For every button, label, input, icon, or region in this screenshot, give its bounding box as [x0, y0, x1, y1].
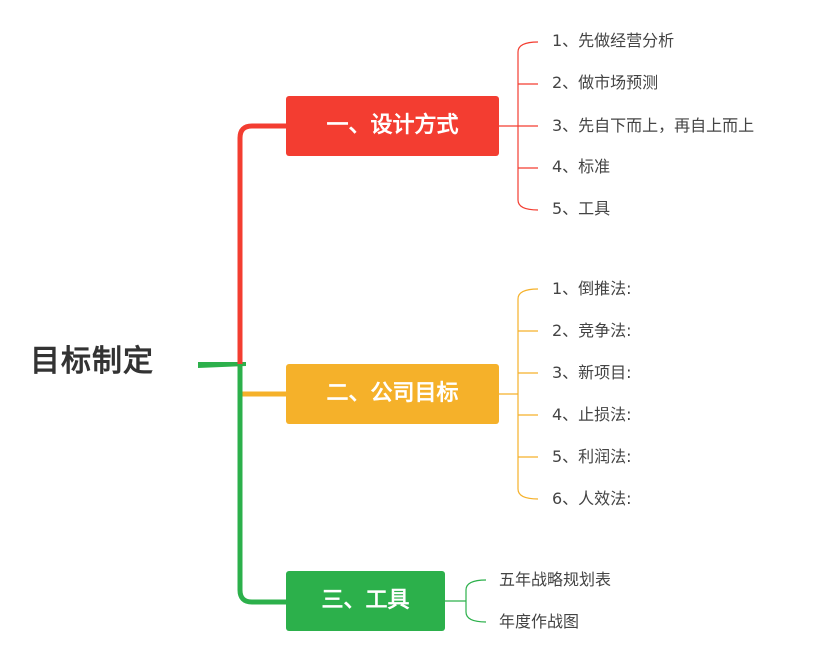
leaf-item[interactable]: 5、利润法:: [552, 447, 632, 466]
leaf-item[interactable]: 1、先做经营分析: [552, 31, 675, 50]
leaf-item[interactable]: 5、工具: [552, 199, 611, 218]
leaf-item[interactable]: 年度作战图: [499, 612, 580, 631]
leaf-item[interactable]: 2、竞争法:: [552, 321, 632, 340]
leaf-item[interactable]: 3、先自下而上，再自上而上: [552, 116, 755, 135]
leaf-item[interactable]: 4、止损法:: [552, 405, 632, 424]
branch-node-design-method[interactable]: 一、设计方式: [286, 96, 499, 156]
leaf-item[interactable]: 1、倒推法:: [552, 279, 632, 298]
branch-node-company-goals[interactable]: 二、公司目标: [286, 364, 499, 424]
bracket-branch-2: [499, 288, 539, 500]
branch-node-tools[interactable]: 三、工具: [286, 571, 445, 631]
connector-branch-1: [237, 123, 290, 364]
leaf-item[interactable]: 4、标准: [552, 157, 611, 176]
root-node[interactable]: 目标制定: [30, 344, 154, 379]
root-arrow-icon: [198, 362, 246, 368]
leaf-item[interactable]: 2、做市场预测: [552, 73, 659, 92]
bracket-branch-3: [445, 579, 487, 623]
leaf-item[interactable]: 五年战略规划表: [499, 570, 612, 589]
connector-branch-3: [237, 364, 290, 605]
bracket-branch-1: [499, 41, 539, 211]
leaf-item[interactable]: 6、人效法:: [552, 489, 632, 508]
leaf-item[interactable]: 3、新项目:: [552, 363, 632, 382]
